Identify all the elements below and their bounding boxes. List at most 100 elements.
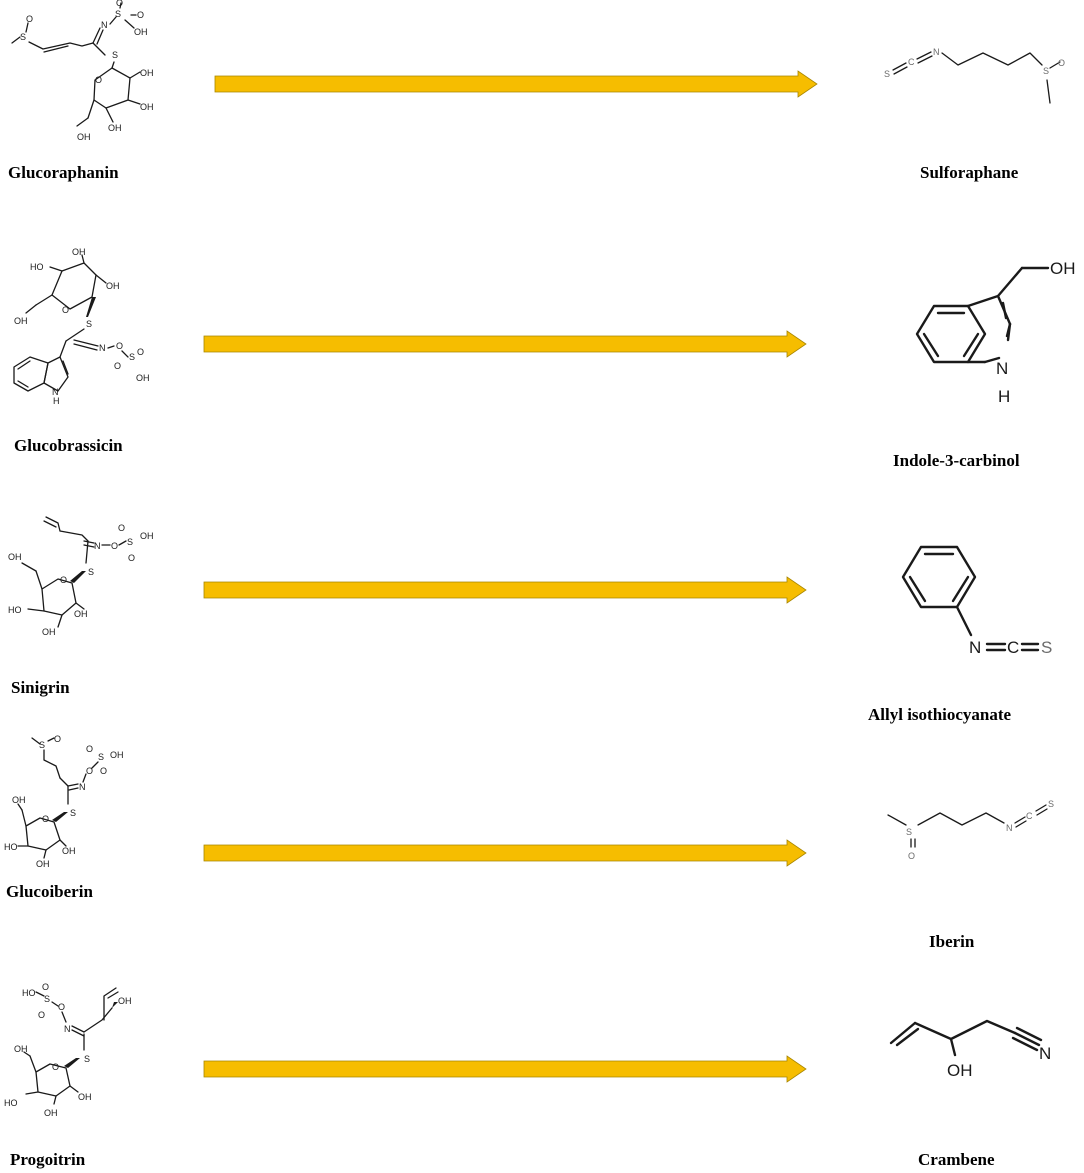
glucoraphanin-label: Glucoraphanin <box>8 163 119 182</box>
sinigrin-structure: N O S O O OH S O OH OH HO OH <box>8 516 154 637</box>
svg-text:HO: HO <box>30 262 44 272</box>
svg-text:O: O <box>86 744 93 754</box>
progoitrin-structure: HO S O O O N OH S O OH OH HO OH <box>4 982 132 1118</box>
svg-text:HO: HO <box>8 605 22 615</box>
svg-text:OH: OH <box>947 1061 973 1080</box>
svg-text:O: O <box>38 1010 45 1020</box>
svg-text:O: O <box>118 523 125 533</box>
svg-text:OH: OH <box>77 132 91 142</box>
svg-text:C: C <box>1026 811 1033 821</box>
svg-text:N: N <box>64 1024 71 1034</box>
svg-text:O: O <box>42 982 49 992</box>
svg-text:OH: OH <box>106 281 120 291</box>
crambene-structure: OH N <box>889 1019 1051 1080</box>
svg-text:S: S <box>884 69 890 79</box>
svg-text:O: O <box>86 766 93 776</box>
svg-text:N: N <box>52 387 59 397</box>
svg-text:OH: OH <box>14 1044 28 1054</box>
svg-text:O: O <box>95 75 102 85</box>
svg-text:O: O <box>54 734 61 744</box>
svg-text:OH: OH <box>140 68 154 78</box>
svg-text:O: O <box>60 575 67 585</box>
svg-text:C: C <box>908 57 915 67</box>
sulforaphane-label: Sulforaphane <box>920 163 1019 182</box>
svg-text:S: S <box>1041 638 1052 657</box>
svg-text:O: O <box>42 814 49 824</box>
svg-text:S: S <box>1048 799 1054 809</box>
progoitrin-label: Progoitrin <box>10 1150 86 1169</box>
svg-text:OH: OH <box>140 102 154 112</box>
svg-text:S: S <box>84 1054 90 1064</box>
svg-text:O: O <box>137 10 144 20</box>
svg-text:OH: OH <box>1050 259 1076 278</box>
svg-text:N: N <box>996 359 1008 378</box>
svg-text:O: O <box>116 0 123 8</box>
indole-3-carbinol-label: Indole-3-carbinol <box>893 451 1020 470</box>
sinigrin-label: Sinigrin <box>11 678 70 697</box>
glucobrassicin-structure: O HO OH OH OH S N O S O O OH N H <box>13 247 150 406</box>
svg-text:S: S <box>115 9 121 19</box>
glucoraphanin-structure: S O N S O O OH S O OH OH OH OH <box>11 0 154 142</box>
svg-text:S: S <box>1043 66 1049 76</box>
svg-text:S: S <box>906 827 912 837</box>
svg-text:OH: OH <box>42 627 56 637</box>
svg-text:O: O <box>58 1002 65 1012</box>
svg-text:S: S <box>98 752 104 762</box>
glucoiberin-structure: S O N O S O O OH S O OH OH HO OH <box>4 734 124 869</box>
allyl-isothiocyanate-label: Allyl isothiocyanate <box>868 705 1012 724</box>
svg-text:C: C <box>1007 638 1019 657</box>
svg-text:O: O <box>137 347 144 357</box>
svg-text:OH: OH <box>14 316 28 326</box>
svg-text:O: O <box>1058 58 1065 68</box>
svg-text:OH: OH <box>108 123 122 133</box>
conversion-arrow-1 <box>214 70 818 98</box>
indole-3-carbinol-structure: N H OH <box>915 259 1076 406</box>
iberin-label: Iberin <box>929 932 975 951</box>
svg-text:S: S <box>86 319 92 329</box>
svg-text:OH: OH <box>134 27 148 37</box>
svg-text:N: N <box>94 541 101 551</box>
svg-text:S: S <box>39 740 45 750</box>
svg-text:H: H <box>998 387 1010 406</box>
svg-text:N: N <box>969 638 981 657</box>
svg-text:S: S <box>70 808 76 818</box>
svg-text:N: N <box>933 47 940 57</box>
crambene-label: Crambene <box>918 1150 995 1169</box>
svg-text:S: S <box>88 567 94 577</box>
sulforaphane-structure: S C N S O <box>884 47 1065 104</box>
svg-text:HO: HO <box>4 1098 18 1108</box>
conversion-arrow-5 <box>203 1055 807 1083</box>
svg-text:HO: HO <box>4 842 18 852</box>
svg-text:OH: OH <box>8 552 22 562</box>
svg-text:O: O <box>111 541 118 551</box>
svg-text:OH: OH <box>12 795 26 805</box>
allyl-isothiocyanate-structure: N C S <box>901 545 1052 657</box>
svg-text:OH: OH <box>36 859 50 869</box>
svg-text:OH: OH <box>44 1108 58 1118</box>
svg-text:OH: OH <box>62 846 76 856</box>
svg-text:O: O <box>52 1062 59 1072</box>
svg-text:N: N <box>101 20 108 30</box>
svg-text:H: H <box>53 396 60 406</box>
svg-text:O: O <box>128 553 135 563</box>
svg-text:O: O <box>100 766 107 776</box>
glucoiberin-label: Glucoiberin <box>6 882 93 901</box>
svg-text:OH: OH <box>110 750 124 760</box>
svg-text:N: N <box>1039 1044 1051 1063</box>
iberin-structure: S O N C S <box>887 799 1054 861</box>
svg-text:S: S <box>127 537 133 547</box>
svg-text:OH: OH <box>118 996 132 1006</box>
svg-text:OH: OH <box>74 609 88 619</box>
svg-text:N: N <box>79 782 86 792</box>
svg-text:O: O <box>116 341 123 351</box>
svg-text:S: S <box>129 352 135 362</box>
svg-text:O: O <box>908 851 915 861</box>
svg-text:N: N <box>1006 823 1013 833</box>
svg-text:HO: HO <box>22 988 36 998</box>
svg-text:OH: OH <box>140 531 154 541</box>
svg-text:OH: OH <box>78 1092 92 1102</box>
svg-text:O: O <box>114 361 121 371</box>
glucobrassicin-label: Glucobrassicin <box>14 436 123 455</box>
conversion-arrow-4 <box>203 839 807 867</box>
